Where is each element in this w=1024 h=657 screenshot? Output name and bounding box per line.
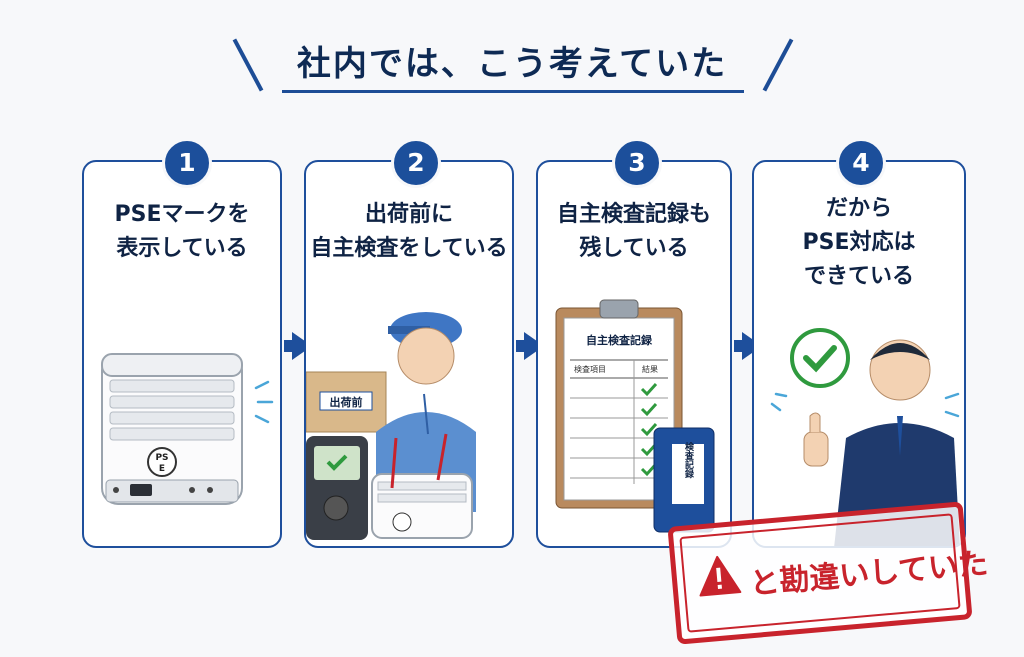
dehydrator-illustration: PS E	[101, 353, 274, 505]
svg-text:検査項目: 検査項目	[574, 364, 606, 374]
arrow-1-stem	[284, 340, 294, 352]
step-badge-3: 3	[612, 138, 662, 188]
misconception-stamp: と勘違いしていた	[667, 501, 989, 645]
record-illustration: 自主検査記録 検査項目 結果 検査記録	[555, 299, 715, 533]
step-2-line1: 出荷前に	[364, 202, 453, 227]
svg-text:E: E	[159, 464, 165, 474]
step-2-line2: 自主検査をしている	[310, 236, 508, 261]
step-badge-2: 2	[391, 138, 441, 188]
step-card-1: PSEマークを 表示している PS E	[82, 160, 282, 548]
step-3-text: 自主検査記録も 残している	[538, 198, 730, 266]
step-3-line1: 自主検査記録も	[556, 202, 711, 227]
step-card-3: 自主検査記録も 残している 自主検査記録 検査項目 結果 検査記録	[536, 160, 732, 548]
svg-text:出荷前: 出荷前	[330, 395, 363, 409]
pse-mark-icon	[147, 447, 177, 477]
step-4-line3: できている	[803, 264, 914, 289]
arrow-3-stem	[734, 340, 744, 352]
inspector-illustration: 出荷前	[306, 312, 476, 540]
step-card-4: だから PSE対応は できている	[752, 160, 966, 548]
svg-text:自主検査記録: 自主検査記録	[586, 333, 653, 347]
step-1-text: PSEマークを 表示している	[84, 198, 280, 266]
svg-text:PS: PS	[155, 453, 168, 463]
step-3-line2: 残している	[579, 236, 689, 261]
step-4-text: だから PSE対応は できている	[754, 192, 964, 294]
warning-icon	[699, 555, 742, 597]
step-badge-4: 4	[836, 138, 886, 188]
svg-text:結果: 結果	[642, 364, 658, 374]
step-1-line2: 表示している	[116, 236, 248, 261]
sparkle-icon	[254, 380, 274, 424]
step-2-text: 出荷前に 自主検査をしている	[306, 198, 512, 266]
arrow-2-stem	[516, 340, 526, 352]
step-4-line2: PSE対応は	[802, 230, 916, 255]
step-badge-1: 1	[162, 138, 212, 188]
step-card-2: 出荷前に 自主検査をしている 出荷前	[304, 160, 514, 548]
svg-text:検査記録: 検査記録	[683, 441, 695, 479]
step-4-line1: だから	[825, 196, 892, 221]
page-title: 社内では、こう考えていた	[296, 44, 728, 84]
title-area: 社内では、こう考えていた	[0, 28, 1024, 98]
step-1-line1: PSEマークを	[114, 202, 250, 227]
check-circle-icon	[790, 328, 850, 388]
check-icon	[326, 454, 348, 471]
title-underline	[282, 90, 744, 93]
